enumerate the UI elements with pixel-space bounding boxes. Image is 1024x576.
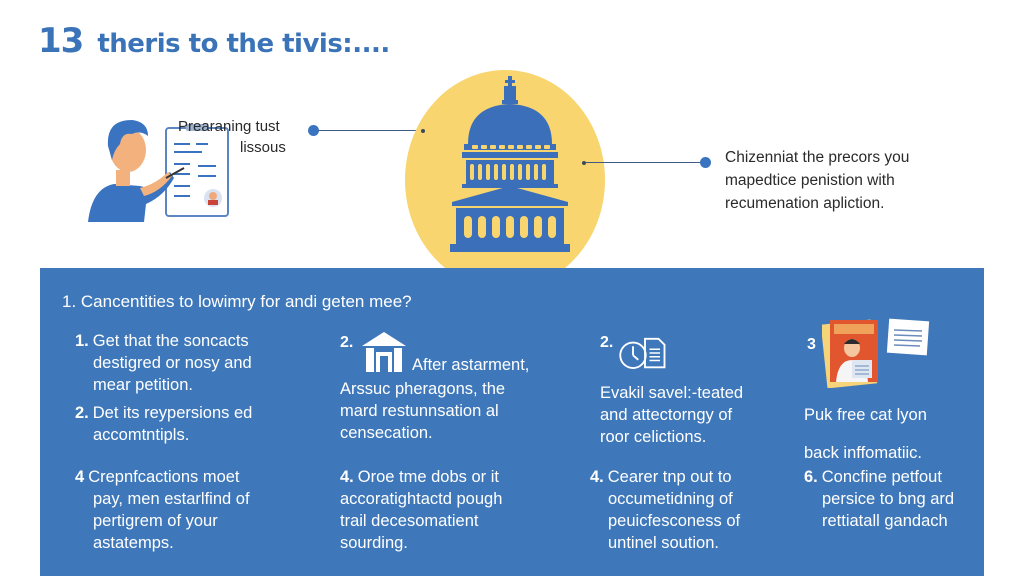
steps-column-3: 2. Evakil savel:-teated and attectorngy … bbox=[590, 330, 800, 552]
step-text: persice to bng ard bbox=[822, 490, 955, 508]
step-text: Puk free cat lyon bbox=[804, 406, 927, 424]
right-label-line: mapedtice penistion with bbox=[725, 172, 895, 189]
step-number: 1. bbox=[75, 332, 89, 350]
house-icon bbox=[362, 332, 406, 372]
step-text: trail decesomatient bbox=[340, 512, 479, 530]
step-item: 6.Concfine petfout persice to bng ard re… bbox=[804, 466, 984, 532]
step-text: accoratightactd pough bbox=[340, 490, 503, 508]
step-text: back inffomatiic. bbox=[804, 444, 922, 462]
connector-line-left bbox=[318, 130, 422, 131]
step-item: 4.Oroe tme dobs or it accoratightactd po… bbox=[340, 466, 570, 554]
clock-document-icon bbox=[619, 337, 666, 369]
step-text: astatemps. bbox=[93, 534, 174, 552]
step-header-text: After astarment, bbox=[412, 356, 530, 374]
step-number: 2. bbox=[75, 404, 89, 422]
steps-column-4: 3 Puk free cat lyon back inffomatiic. 6.… bbox=[804, 316, 984, 530]
step-item: 1.Get that the soncacts destigred or nos… bbox=[75, 330, 315, 396]
step-text: sourding. bbox=[340, 534, 408, 552]
title-text: theris to the tivis:.... bbox=[97, 29, 390, 59]
title-number: 13 bbox=[38, 21, 84, 61]
magazine-document-icon bbox=[822, 318, 930, 388]
connector-dot-right bbox=[700, 157, 711, 168]
left-label-line1: Prearaning tust bbox=[178, 118, 280, 135]
steps-column-2: 2. After astarment, Arssuc pheragons, th… bbox=[340, 330, 570, 552]
step-number: 3 bbox=[807, 336, 816, 353]
steps-column-1: 1.Get that the soncacts destigred or nos… bbox=[75, 330, 315, 552]
capitol-building-icon bbox=[450, 76, 570, 252]
step-number: 6. bbox=[804, 468, 818, 486]
step-text: occumetidning of bbox=[608, 490, 733, 508]
step-text: rettiatall gandach bbox=[822, 512, 948, 530]
step-header: 2. bbox=[600, 330, 800, 382]
step-number: 4. bbox=[340, 468, 354, 486]
step-text: Arssuc pheragons, the bbox=[340, 380, 506, 398]
left-label-line2: lissous bbox=[240, 139, 286, 156]
step-text: untinel soution. bbox=[608, 534, 719, 552]
step-number: 2. bbox=[600, 334, 614, 351]
step-text: roor celictions. bbox=[600, 428, 707, 446]
step-text: and attectorngy of bbox=[600, 406, 733, 424]
step-text: censecation. bbox=[340, 424, 433, 442]
step-number: 4 bbox=[75, 468, 85, 486]
step-text: Crepnfcactions moet bbox=[88, 468, 240, 486]
step-text: pertigrem of your bbox=[93, 512, 218, 530]
step-number: 4. bbox=[590, 468, 604, 486]
connector-dot-left bbox=[308, 125, 319, 136]
right-label-line: recumenation apliction. bbox=[725, 195, 885, 212]
step-text: Evakil savel:-teated bbox=[600, 384, 744, 402]
step-item: 2.Det its reypersions ed accomtntipls. bbox=[75, 402, 315, 446]
right-label: Chizenniat the precors you mapedtice pen… bbox=[725, 146, 985, 215]
person-with-clipboard-icon bbox=[88, 120, 229, 222]
page-title: 13 theris to the tivis:.... bbox=[38, 24, 390, 58]
step-text: mard restunnsation al bbox=[340, 402, 499, 420]
step-number: 2. bbox=[340, 334, 354, 351]
left-label: Prearaning tust lissous bbox=[178, 116, 308, 158]
step-text: Cearer tnp out to bbox=[607, 468, 732, 486]
right-label-line: Chizenniat the precors you bbox=[725, 149, 910, 166]
step-text: pay, men estarlfind of bbox=[93, 490, 250, 508]
step-text: Concfine petfout bbox=[821, 468, 942, 486]
connector-line-right bbox=[585, 162, 703, 163]
step-text: Get that the soncacts bbox=[92, 332, 249, 350]
step-text: peuicfesconess of bbox=[608, 512, 741, 530]
step-header: 3 bbox=[804, 316, 984, 388]
panel-question: 1. Cancentities to lowimry for andi gete… bbox=[62, 292, 412, 311]
connector-end-left bbox=[421, 129, 425, 133]
step-header: 2. After astarment, bbox=[340, 330, 570, 378]
steps-panel bbox=[40, 268, 984, 576]
step-text: mear petition. bbox=[93, 376, 193, 394]
step-text: Det its reypersions ed bbox=[92, 404, 253, 422]
step-item: 4.Cearer tnp out to occumetidning of peu… bbox=[590, 466, 800, 554]
step-text: Oroe tme dobs or it bbox=[357, 468, 499, 486]
step-text: accomtntipls. bbox=[93, 426, 190, 444]
step-text: destigred or nosy and bbox=[93, 354, 252, 372]
connector-end-right bbox=[582, 161, 586, 165]
